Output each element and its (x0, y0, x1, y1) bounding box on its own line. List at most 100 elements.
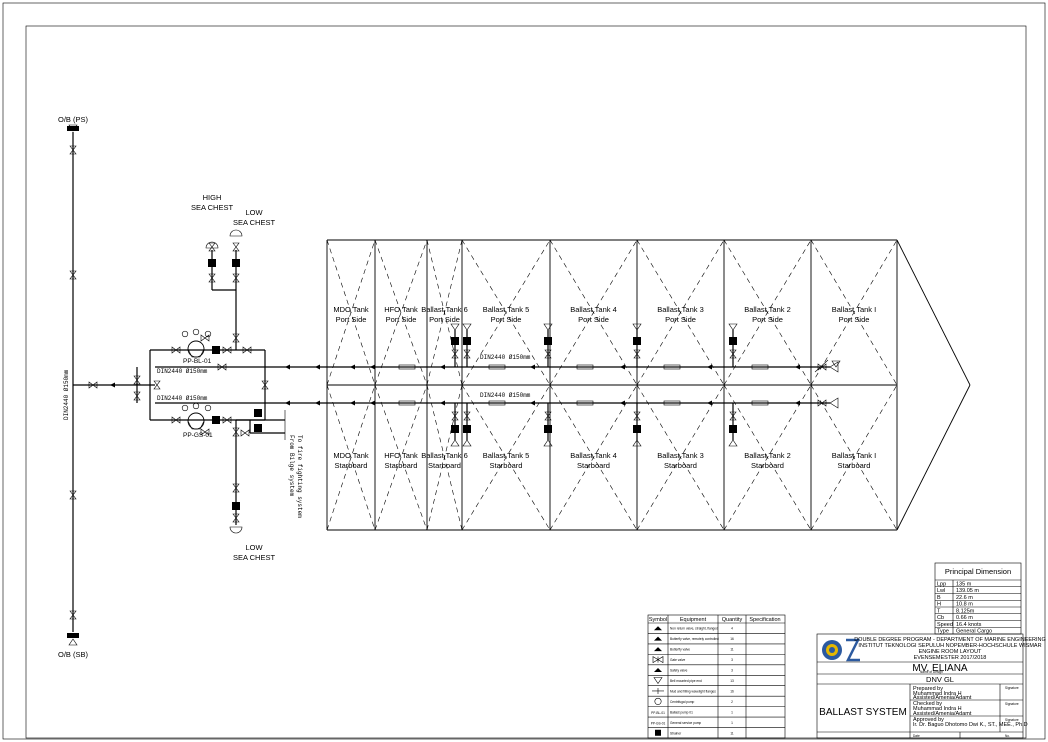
no-label: No. (1005, 734, 1010, 738)
checked-by: Muhammad Indra H (913, 706, 962, 712)
drawing-border (25, 25, 1027, 739)
eq-qty: 3 (731, 658, 733, 662)
pressure-gauge-icon (204, 404, 212, 412)
remote-valve-icon (544, 337, 552, 345)
signature-3: Signature (1005, 718, 1019, 722)
eq-qty: 4 (731, 627, 733, 631)
eq-name: Centrifugal pump (670, 700, 695, 704)
tank-diagonal (810, 239, 898, 386)
prepared-label: Prepared by (913, 686, 943, 692)
eq-qty: 13 (730, 679, 734, 683)
strainer-icon (751, 400, 769, 406)
to-firefighting-label: To fire fighting system (296, 435, 303, 518)
eq-name: Mud and filling wavelight flanges (670, 689, 716, 693)
butterfly-valve-icon (232, 513, 240, 523)
flow-arrow-icon (530, 400, 535, 406)
remote-valve-icon (633, 425, 641, 433)
principal-dimension-title: Principal Dimension (945, 567, 1011, 576)
butterfly-valve-icon (232, 483, 240, 493)
strainer-icon (488, 400, 506, 406)
low-sea-chest-bottom-symbol (229, 526, 243, 534)
prepared-by: Muhammad Indra H (913, 691, 962, 697)
eq-qty: 11 (730, 731, 734, 735)
strainer-icon (488, 364, 506, 370)
bell-mouth-icon (728, 323, 738, 331)
strainer-icon (751, 364, 769, 370)
pd-value: General Cargo (956, 629, 992, 635)
butterfly-valve-icon (729, 411, 737, 421)
tank-diagonal (374, 239, 428, 386)
strainer-icon (398, 364, 416, 370)
din-vertical-label: DIN2440 Ø150mm (63, 369, 70, 420)
strainer-icon (576, 400, 594, 406)
flow-arrow-icon (795, 400, 800, 406)
bell-mouth-icon (450, 323, 460, 331)
signature-2: Signature (1005, 702, 1019, 706)
institution-line-1: DOUBLE DEGREE PROGRAM - DEPARTMENT OF MA… (854, 637, 1046, 643)
remote-valve-icon (208, 259, 216, 267)
eq-qty: 11 (730, 648, 734, 652)
pd-param: B (937, 595, 941, 601)
butterfly-valve-icon (544, 349, 552, 359)
overboard-line (67, 124, 155, 646)
butterfly-valve-icon (69, 270, 77, 280)
tank-diagonal (326, 239, 376, 386)
tank-diagonal (426, 384, 463, 531)
pipe-fittings (285, 323, 841, 447)
din-tank-bottom-label: DIN2440 Ø150mm (480, 392, 531, 399)
flow-arrow-icon (707, 364, 712, 370)
tank-diagonal (374, 384, 428, 531)
remote-valve-icon (729, 425, 737, 433)
remote-valve-icon (729, 337, 737, 345)
butterfly-valve-icon (232, 242, 240, 252)
flow-arrow-icon (285, 400, 290, 406)
strainer-icon (576, 364, 594, 370)
pd-value: 22.6 m (956, 595, 973, 601)
ob-ps-label: O/B (PS) (58, 115, 89, 124)
butterfly-valve-icon (817, 363, 827, 371)
eq-qty: 1 (731, 721, 733, 725)
bell-mouth-icon (462, 323, 472, 331)
general-service-pump-symbol (187, 412, 205, 430)
remote-valve-icon (232, 502, 240, 510)
eq-qty: 16 (730, 689, 734, 693)
safety-valve-icon (654, 668, 662, 673)
pressure-gauge-icon (192, 328, 200, 336)
remote-valve-icon (254, 409, 262, 417)
drawing-title: BALLAST SYSTEM (819, 707, 907, 718)
pd-param: Lpp (937, 581, 946, 587)
tank-diagonal (810, 384, 898, 531)
flow-arrow-icon (285, 364, 290, 370)
tank-diagonal (326, 384, 376, 531)
overboard-valves (69, 145, 141, 620)
flow-arrow-icon (370, 400, 375, 406)
butterfly-valve-icon (133, 375, 141, 385)
din-tank-top-label: DIN2440 Ø150mm (480, 354, 531, 361)
remote-valve-icon (212, 346, 220, 354)
pd-value: 135 m (956, 581, 972, 587)
din-main-bottom-label: DIN2440 Ø150mm (157, 395, 208, 402)
pd-value: 139.05 m (956, 588, 979, 594)
butterfly-valve-icon (69, 490, 77, 500)
eq-name: General service pump (670, 721, 701, 725)
pd-param: T (937, 608, 941, 614)
remote-valve-icon (544, 425, 552, 433)
flow-arrow-icon (110, 382, 115, 388)
flow-arrow-icon (620, 364, 625, 370)
butterfly-valve-icon (88, 381, 98, 389)
butterfly-valve-icon (633, 349, 641, 359)
title-block: DOUBLE DEGREE PROGRAM - DEPARTMENT OF MA… (816, 633, 1046, 739)
pressure-gauge-icon (181, 330, 189, 338)
bell-mouth-icon (829, 361, 839, 373)
checked-label: Checked by (913, 701, 942, 707)
low-sea-chest-top-label-1: LOW (245, 208, 263, 217)
butterfly-valve-icon (200, 334, 210, 342)
butterfly-valve-icon (69, 145, 77, 155)
bell-mouth-icon (632, 323, 642, 331)
